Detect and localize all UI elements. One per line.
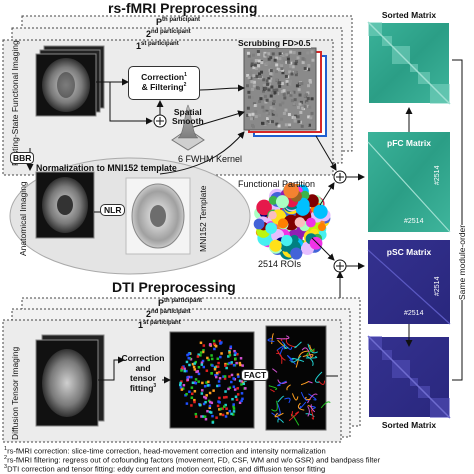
functional-partition-label: Functional Partition <box>238 179 316 189</box>
pfc-count-label: #2514 <box>404 218 424 225</box>
anat-vertical-label: Anatomical Imaging <box>18 181 28 256</box>
partition-brain <box>253 182 331 260</box>
arrow-partition-to-sc-plus <box>311 237 335 261</box>
module-order-bracket <box>452 59 463 381</box>
pfc-matrix-title: pFC Matrix <box>387 138 431 148</box>
mni-template-label: MNI152 Template <box>198 185 208 252</box>
arrow-normalization <box>159 131 245 175</box>
pfc-count-vertical: #2514 <box>434 165 441 185</box>
fmri-title: rs-fMRI Preprocessing <box>108 0 258 16</box>
tract-colors <box>267 333 331 426</box>
participant-p-label: Pth participant <box>156 17 201 27</box>
tensor-colors <box>179 339 247 424</box>
correction-filtering-box: Correction1 & Filtering2 <box>128 66 200 100</box>
psc-matrix <box>368 240 450 324</box>
bbr-badge: BBR <box>10 152 35 164</box>
dti-participant-p-label: Pth participant <box>158 298 203 308</box>
footnote-2: 2rs-fMRI filtering: regress out of cofou… <box>4 455 381 465</box>
arrow-partition-to-plus <box>319 182 335 206</box>
dti-brain <box>42 349 92 417</box>
scrub-noise <box>246 50 315 129</box>
rois-label: 2514 ROIs <box>258 259 302 269</box>
footnote-1: 1rs-fMRI correction: slice-time correcti… <box>4 446 326 456</box>
pfc-matrix <box>368 132 450 232</box>
nlr-badge: NLR <box>100 204 126 216</box>
kernel-label: 6 FWHM Kernel <box>178 154 243 164</box>
sorted-matrix-top-title: Sorted Matrix <box>381 10 437 20</box>
tract-image <box>265 325 327 431</box>
psc-count-label: #2514 <box>404 310 424 317</box>
dti-vertical-label: Diffusion Tensor Imaging <box>10 346 20 440</box>
footnote-3: 3DTI correction and tensor fitting: eddy… <box>4 464 326 474</box>
arrow-smooth-to-scrub <box>189 110 245 129</box>
fmri-vertical-label: Resting-State Functional Imaging <box>10 40 20 166</box>
dti-participant-2-label: 2nd participant <box>146 309 191 319</box>
arrow-dti-to-correction <box>98 356 125 381</box>
arrow-correction-to-scrub <box>199 84 245 92</box>
dti-correction-box: Correction and tensor fitting3 <box>121 353 165 393</box>
fact-badge: FACT <box>241 369 270 381</box>
module-order-label: Same module-order <box>457 224 467 300</box>
psc-count-vertical: #2514 <box>434 276 441 296</box>
participant-2-label: 2nd participant <box>146 29 191 39</box>
dti-title: DTI Preprocessing <box>112 279 236 295</box>
sorted-matrix-bottom-title: Sorted Matrix <box>381 420 437 430</box>
participant-1-label: 1st participant <box>136 41 179 51</box>
normalization-label: Normalization to MNI152 template <box>36 163 177 173</box>
arrow-fmri-down-plus <box>109 82 153 125</box>
arrow-scrub-to-plus <box>315 135 337 171</box>
dti-participant-1-label: 1st participant <box>138 320 181 330</box>
scrubbing-label: Scrubbing FD>0.5 <box>238 38 311 48</box>
psc-matrix-title: pSC Matrix <box>386 247 432 257</box>
